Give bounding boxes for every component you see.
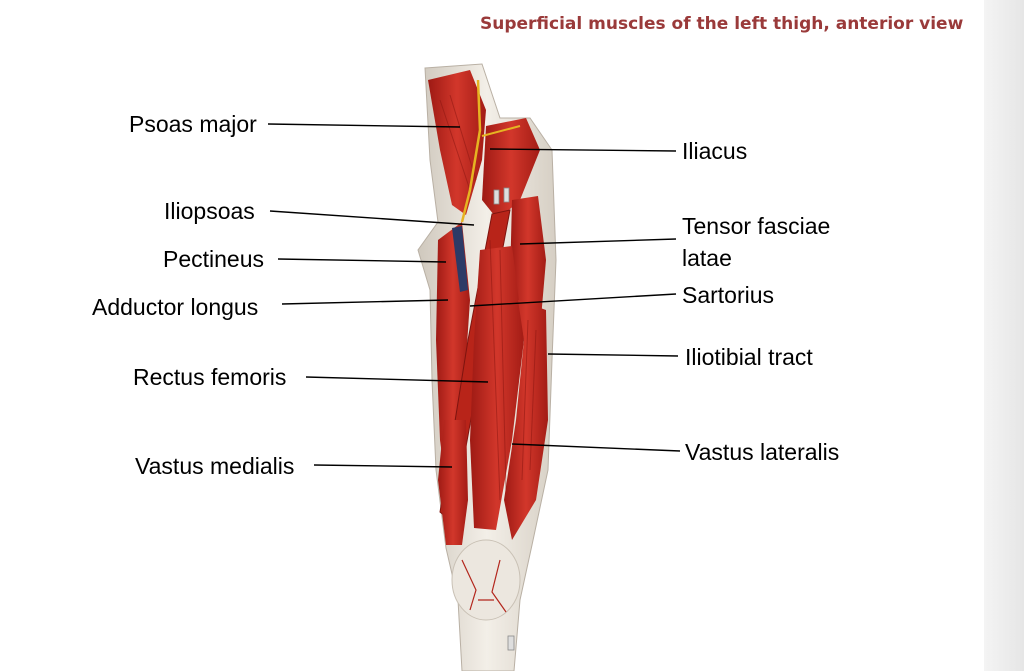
label-vastus-medialis: Vastus medialis <box>135 453 295 479</box>
rectus-femoris-muscle <box>470 246 524 530</box>
label-tensor-fasciae: Tensor fasciae <box>682 213 831 239</box>
muscle-fiber-lines <box>439 94 537 501</box>
leader-lines <box>267 123 681 468</box>
page-edge <box>984 0 1024 671</box>
label-rectus-femoris: Rectus femoris <box>133 364 287 390</box>
label-vastus-lateralis: Vastus lateralis <box>685 439 840 465</box>
leader-iliacus <box>489 148 677 152</box>
leader-vastus-lateralis <box>511 443 681 452</box>
specimen-pins <box>493 187 515 651</box>
vastus-medialis-muscle <box>438 420 468 545</box>
leader-iliotibial-tract <box>547 353 679 357</box>
femoral-nerve <box>460 79 482 223</box>
leader-pectineus <box>277 258 447 263</box>
diagram-title: Superficial muscles of the left thigh, a… <box>480 14 964 34</box>
label-psoas-major: Psoas major <box>129 111 257 137</box>
leader-sartorius <box>469 293 677 307</box>
leader-vastus-medialis <box>313 464 453 468</box>
leader-rectus-femoris <box>305 376 489 383</box>
vastus-lateralis-muscle <box>504 300 548 540</box>
leader-iliopsoas <box>269 210 475 226</box>
femoral-nerve-branch <box>481 125 521 137</box>
label-pectineus: Pectineus <box>163 246 265 272</box>
femoral-vessels <box>452 226 468 292</box>
label-adductor-longus: Adductor longus <box>92 294 259 320</box>
label-iliopsoas: Iliopsoas <box>164 198 255 224</box>
label-iliacus: Iliacus <box>682 138 748 164</box>
leader-tensor-fasciae-latae <box>519 238 677 245</box>
label-iliotibial-tract: Iliotibial tract <box>685 344 813 370</box>
patella <box>451 539 521 621</box>
leader-adductor-longus <box>281 299 449 305</box>
label-sartorius: Sartorius <box>682 282 775 308</box>
knee-vessels <box>461 559 507 613</box>
leader-psoas-major <box>267 123 461 128</box>
label-latae: latae <box>682 245 732 271</box>
